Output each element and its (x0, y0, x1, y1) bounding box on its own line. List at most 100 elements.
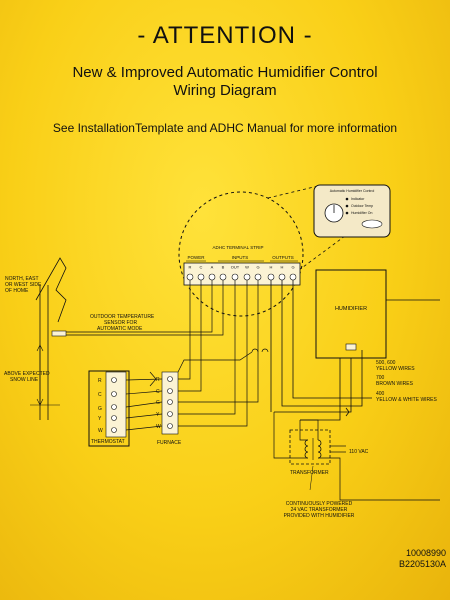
thermostat-term-y: Y (98, 416, 102, 422)
zoom-line-bottom (298, 235, 346, 271)
thermostat-screw-y (111, 415, 117, 421)
vac-label: 110 VAC (349, 449, 369, 455)
control-label-2: Outdoor Temp (351, 204, 373, 208)
subtitle-line-1: New & Improved Automatic Humidifier Cont… (72, 64, 378, 81)
terminal-screw-g2 (289, 273, 297, 281)
terminal-screw-r (186, 273, 194, 281)
sensor-wire-1 (66, 280, 213, 333)
part-number: 10008990 B2205130A (399, 548, 446, 570)
terminal-screw-w (243, 273, 251, 281)
humidifier-unit: HUMIDIFIER (315, 269, 387, 359)
attention-title: - ATTENTION - (137, 22, 313, 49)
zoom-line-top (267, 185, 319, 199)
terminal-screw-a (208, 273, 216, 281)
transformer-coil-secondary (304, 439, 309, 459)
wires-a-line-2: YELLOW WIRES (376, 366, 415, 372)
terminal-label-a: A (211, 265, 214, 270)
sensor-label-2: SENSOR FOR (104, 320, 137, 326)
wires-c-line-2: YELLOW & WHITE WIRES (376, 397, 438, 403)
terminal-label-c: C (200, 265, 203, 270)
terminal-strip: ADHC TERMINAL STRIP POWER INPUTS OUTPUTS… (183, 245, 301, 286)
thermostat-box (88, 370, 130, 447)
indicator-led-2 (345, 204, 349, 208)
furnace-screw-c (167, 388, 173, 394)
terminal-label-g: G (256, 265, 259, 270)
furnace-term-w: W (156, 424, 161, 430)
control-label-3: Humidifier On (351, 211, 372, 215)
subtitle-line-2: Wiring Diagram (173, 82, 277, 99)
sensor-label-3: AUTOMATIC MODE (97, 326, 143, 332)
transformer-box (289, 429, 331, 465)
terminal-screw-h2 (278, 273, 286, 281)
furnace-screw-w (167, 423, 173, 429)
thermostat-screw-g (111, 404, 117, 410)
indicator-led-1 (345, 197, 349, 201)
transformer-label: TRANSFORMER (290, 470, 329, 476)
thermostat-term-r: R (98, 378, 102, 384)
wires-b-line-2: BROWN WIRES (376, 381, 414, 387)
thermostat-screw-c (111, 391, 117, 397)
sensor-wire-2 (66, 280, 224, 336)
terminal-screw-c (197, 273, 205, 281)
transformer-coil-primary (317, 439, 322, 459)
wall-label-3: OF HOME (5, 288, 29, 294)
transformer: 110 VAC TRANSFORMER CONTINUOUSLY POWERED… (273, 412, 369, 519)
furnace: R C G Y W FURNACE (156, 371, 182, 446)
strip-group-outputs: OUTPUTS (272, 255, 294, 260)
outdoor-sensor: OUTDOOR TEMPERATURE SENSOR FOR AUTOMATIC… (51, 280, 224, 337)
sensor-label-1: OUTDOOR TEMPERATURE (90, 314, 155, 320)
furnace-term-g: G (156, 400, 160, 406)
furnace-term-y: Y (156, 412, 160, 418)
outside-wall: NORTH, EAST OR WEST SIDE OF HOME (5, 257, 67, 420)
furnace-screw-g (167, 399, 173, 405)
thermostat-terminal-block (105, 371, 127, 438)
furnace-screw-y (167, 411, 173, 417)
thermostat-screw-r (111, 377, 117, 383)
detail-zoom-circle (178, 191, 304, 317)
terminal-label-w: W (245, 265, 249, 270)
terminal-label-h1: H (270, 265, 273, 270)
control-unit-title: Automatic Humidifier Control (330, 189, 375, 193)
part-number-1: 10008990 (405, 548, 446, 558)
wall-label-2: OR WEST SIDE (5, 282, 42, 288)
strip-group-power: POWER (187, 255, 205, 260)
humidifier-fitting (345, 343, 357, 351)
manual-note: See InstallationTemplate and ADHC Manual… (52, 121, 398, 135)
terminal-screw-h1 (267, 273, 275, 281)
control-knob-icon (361, 219, 383, 229)
transformer-note-1: CONTINUOUSLY POWERED (286, 501, 353, 507)
terminal-screw-b (219, 273, 227, 281)
terminal-label-r: R (189, 265, 192, 270)
control-unit: Automatic Humidifier Control Indicator O… (313, 184, 391, 238)
terminal-label-h2: H (281, 265, 284, 270)
snow-label-1: ABOVE EXPECTED (4, 371, 50, 377)
transformer-note-leader (309, 465, 314, 491)
thermostat-furnace-wires (125, 371, 163, 431)
humidifier-wiring (270, 280, 372, 421)
terminal-label-b: B (222, 265, 225, 270)
terminal-label-g2: G (291, 265, 294, 270)
humidifier-label: HUMIDIFIER (335, 306, 367, 312)
terminal-screw-out (231, 273, 239, 281)
control-label-1: Indicator (351, 197, 365, 201)
indicator-led-3 (345, 211, 349, 215)
ground-wire (339, 470, 440, 501)
part-number-2: B2205130A (398, 559, 446, 569)
transformer-note-3: PROVIDED WITH HUMIDIFIER (284, 513, 355, 519)
thermostat-label: THERMOSTAT (91, 439, 125, 445)
terminal-label-out: OUT (231, 265, 240, 270)
thermostat: R C G Y W THERMOSTAT (88, 370, 130, 447)
wires-c-line-1: 400 (376, 391, 385, 397)
thermostat-screw-w (111, 427, 117, 433)
transformer-note-2: 24 VAC TRANSFORMER (291, 507, 348, 513)
wires-a-line-1: 500, 600 (376, 360, 396, 366)
strip-title: ADHC TERMINAL STRIP (212, 245, 263, 250)
furnace-term-c: C (156, 389, 160, 395)
furnace-strip-wires (177, 280, 269, 427)
furnace-screw-r (167, 376, 173, 382)
snow-line-dimension: ABOVE EXPECTED SNOW LINE (4, 344, 60, 406)
wires-b-line-1: 700 (376, 375, 385, 381)
thermostat-term-g: G (98, 406, 102, 412)
